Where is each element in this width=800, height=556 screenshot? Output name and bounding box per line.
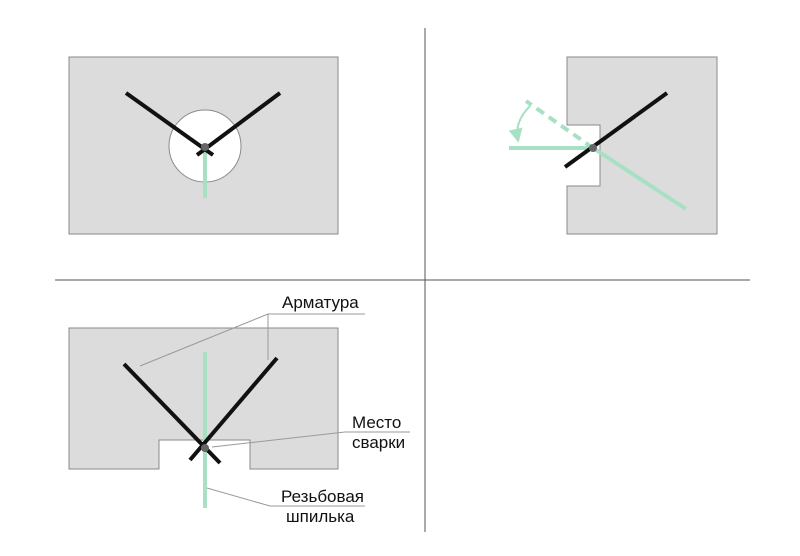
panel-slot-rotation-view bbox=[508, 56, 718, 235]
rebar bbox=[563, 91, 669, 169]
weld-point bbox=[201, 444, 209, 452]
label-armatura: Арматура bbox=[282, 293, 359, 312]
weld-point bbox=[589, 144, 597, 152]
stud-previous-position bbox=[524, 99, 595, 150]
weld-point bbox=[201, 143, 209, 151]
label-weld-point-line2: сварки bbox=[352, 433, 406, 452]
label-threaded-stud-line1: Резьбовая bbox=[281, 487, 365, 506]
rebar-right bbox=[188, 356, 279, 462]
rebar-right bbox=[195, 91, 282, 157]
label-threaded-stud-line2: шпилька bbox=[286, 507, 355, 526]
leader-stud bbox=[206, 487, 365, 507]
label-weld-point-line1: Место bbox=[352, 413, 402, 432]
threaded-stud-rotated bbox=[591, 146, 688, 211]
rotation-arrow bbox=[508, 105, 531, 143]
panel-notch-labeled-view bbox=[68, 313, 410, 508]
panel-round-hole-view bbox=[68, 56, 339, 235]
rebar-left bbox=[124, 91, 215, 157]
concrete-panel-with-slot bbox=[566, 56, 718, 235]
leader-weld bbox=[211, 431, 410, 448]
